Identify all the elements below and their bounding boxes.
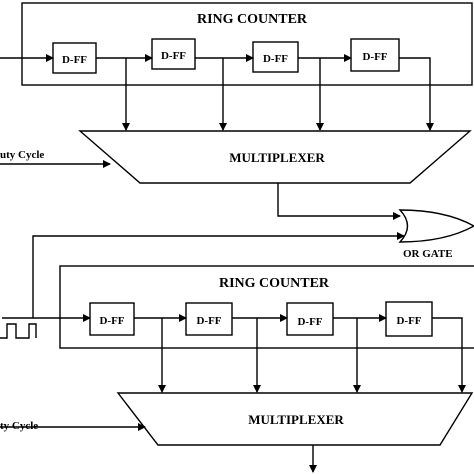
bottom-multiplexer-label: MULTIPLEXER xyxy=(248,412,344,427)
or-gate xyxy=(398,209,474,243)
bottom-feedback-to-or-wire xyxy=(32,232,405,318)
bottom-dff-3-label: D-FF xyxy=(297,316,322,328)
top-wire-ff4-mux xyxy=(399,57,434,131)
top-dff-4-label: D-FF xyxy=(362,51,387,63)
bottom-dff-2-label: D-FF xyxy=(196,315,221,327)
top-multiplexer-label: MULTIPLEXER xyxy=(229,150,325,165)
top-multiplexer xyxy=(78,130,472,184)
or-gate-label: OR GATE xyxy=(403,248,453,260)
top-dff-3-label: D-FF xyxy=(263,53,288,65)
top-dff-1-label: D-FF xyxy=(62,54,87,66)
top-duty-cycle-label: uty Cycle xyxy=(0,149,44,161)
bottom-dff-4-label: D-FF xyxy=(396,315,421,327)
clock-pulse-waveform xyxy=(0,323,37,339)
bottom-dff-3 xyxy=(286,302,334,336)
top-dff-1 xyxy=(52,42,97,74)
top-ring-counter-label: RING COUNTER xyxy=(197,12,308,27)
top-dff-2-label: D-FF xyxy=(161,50,186,62)
top-mux-output-wire xyxy=(277,183,401,220)
bottom-duty-cycle-label: ty Cycle xyxy=(0,420,38,432)
bottom-dff-1-label: D-FF xyxy=(99,315,124,327)
bottom-ring-counter-label: RING COUNTER xyxy=(219,276,330,291)
bottom-dff-1 xyxy=(89,302,135,336)
top-dff-3 xyxy=(252,41,299,73)
bottom-wire-ff4-mux xyxy=(432,317,466,393)
